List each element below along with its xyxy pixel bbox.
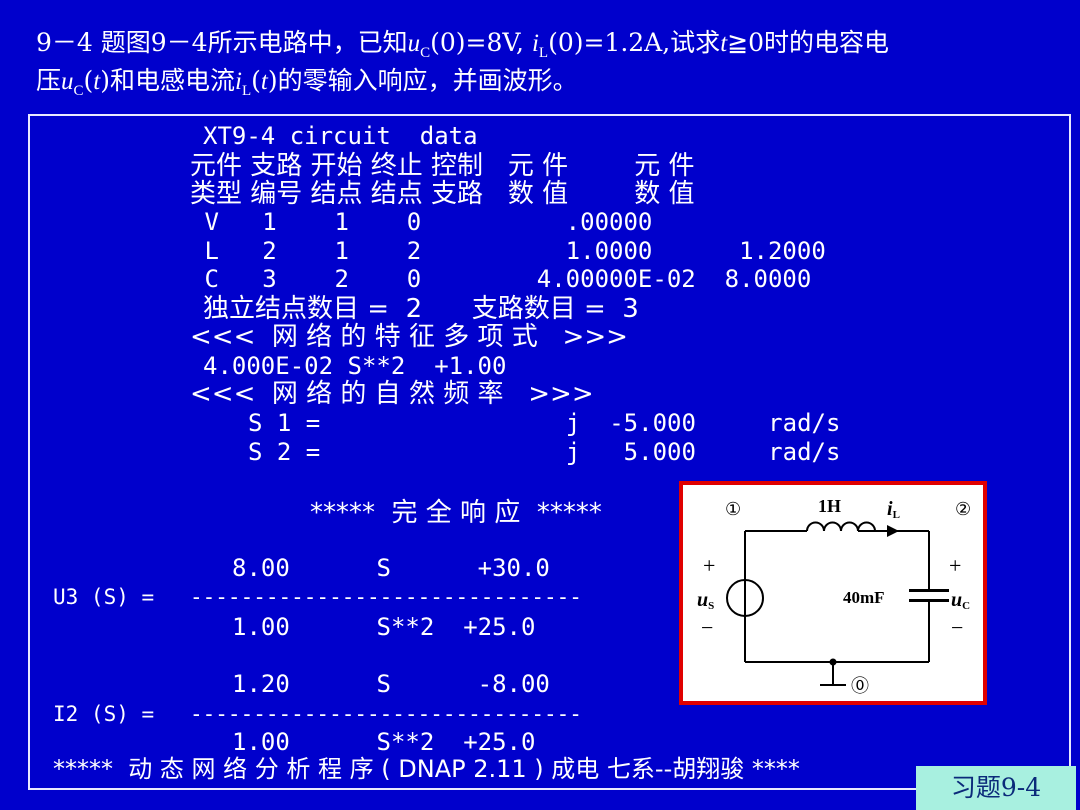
q2-var-t1: t [93,68,101,95]
inductor-label: 1H [818,496,841,516]
output-header: XT9-4 circuit data [203,122,478,150]
circuit-svg: ① ② ⓪ 1H iL + − uS 40mF + − uC [697,496,971,696]
column-heading-1: 元件 支路 开始 终止 控制 元 件 元 件 [190,151,695,181]
source-minus-sign: − [701,615,713,640]
element-row-v: V 1 1 0 .00000 [190,208,653,236]
program-footer: ***** 动 态 网 络 分 析 程 序 ( DNAP 2.11 ) 成电 七… [53,755,800,783]
q1-sub-l: L [538,45,549,61]
i2-label: I2 (S) = [53,702,155,726]
poly-title: <<< 网 络 的 特 征 多 项 式 >>> [190,322,628,352]
full-response-title: ***** 完 全 响 应 ***** [310,498,602,528]
u3-label: U3 (S) = [53,585,155,609]
q2-text-d: ( [251,66,261,95]
circuit-diagram: ① ② ⓪ 1H iL + − uS 40mF + − uC [679,481,987,705]
capacitor-label: 40mF [843,588,885,607]
characteristic-polynomial: 4.000E-02 S**2 +1.00 [203,352,507,380]
i2-numerator: 1.20 S -8.00 [232,670,550,698]
element-row-l: L 2 1 2 1.0000 1.2000 [190,237,826,265]
u3-numerator: 8.00 S +30.0 [232,554,550,582]
q1-text-d: ≧0时的电容电 [727,28,889,57]
source-plus-sign: + [703,553,715,578]
capacitor-minus-sign: − [951,615,963,640]
q1-var-i: i [531,30,539,57]
program-output-panel [28,114,1071,790]
source-label: uS [697,589,714,612]
circuit-wires [726,521,930,686]
q2-text-b: ( [83,66,94,95]
exercise-badge: 习题9-4 [916,766,1076,810]
natural-frequency-s1: S 1 = j -5.000 rad/s [248,409,841,437]
i2-denominator: 1.00 S**2 +25.0 [232,728,536,756]
column-heading-2: 类型 编号 结点 结点 支路 数 值 数 值 [190,179,695,209]
ground-junction-dot [829,658,837,666]
capacitor-plus-sign: + [949,553,961,578]
node-2-label: ② [955,499,971,519]
node-1-label: ① [725,499,741,519]
capacitor-voltage-label: uC [951,589,970,612]
q2-text-a: 压 [36,66,62,95]
freq-title: <<< 网 络 的 自 然 频 率 >>> [190,379,594,409]
exercise-badge-label: 习题9-4 [950,773,1042,802]
inductor-coil [806,521,876,532]
element-row-c: C 3 2 0 4.00000E-02 8.0000 [190,265,812,293]
natural-frequency-s2: S 2 = j 5.000 rad/s [248,438,841,466]
q1-sub-c: C [420,45,431,61]
q2-text-e: )的零输入响应，并画波形。 [267,66,578,95]
q1-text-a: 9－4 题图9－4所示电路中，已知 [36,28,408,57]
q1-var-t: t [720,30,728,57]
u3-fraction-line: ------------------------------- [190,585,582,609]
q2-var-t2: t [260,68,268,95]
u3-denominator: 1.00 S**2 +25.0 [232,613,536,641]
question-line-2: 压uC(t)和电感电流iL(t)的零输入响应，并画波形。 [36,64,578,108]
q1-text-b: (0)=8V, [430,28,532,57]
q2-var-u: u [61,68,74,95]
i2-fraction-line: ------------------------------- [190,702,582,726]
capacitor-icon [909,589,949,602]
current-label: iL [887,498,900,521]
question-line-1: 9－4 题图9－4所示电路中，已知uC(0)=8V, iL(0)=1.2A,试求… [36,26,889,70]
node-branch-counts: 独立结点数目 = 2 支路数目 = 3 [203,294,639,324]
q2-sub-l: L [241,83,252,99]
current-arrow-icon [887,525,899,537]
q2-var-i: i [235,68,242,95]
node-0-label: ⓪ [851,676,869,696]
q1-text-c: (0)=1.2A,试求 [548,28,721,57]
q1-var-u: u [407,30,421,57]
q2-sub-c: C [73,83,84,99]
q2-text-c: )和电感电流 [100,66,236,95]
